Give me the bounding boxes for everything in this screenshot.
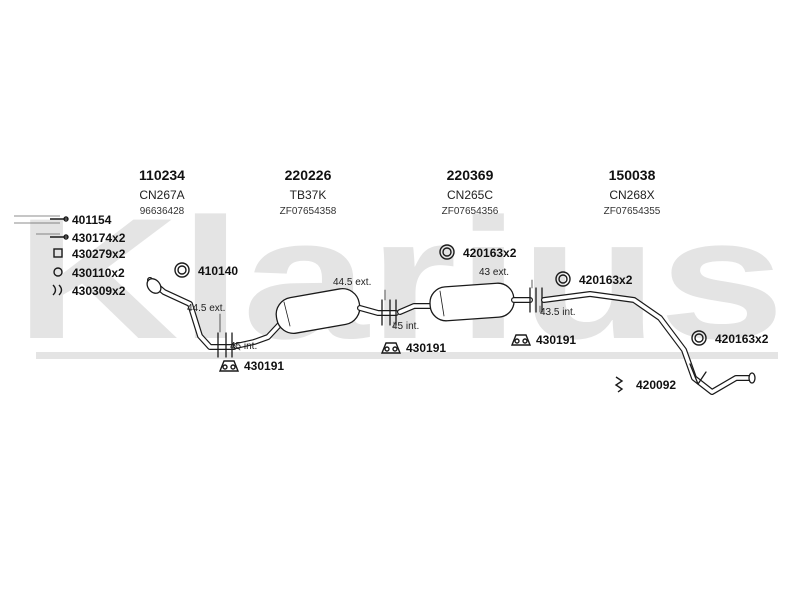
gasket-ring-icon: [172, 261, 194, 283]
part-number: 420163x2: [463, 246, 517, 260]
watermark: Klarius: [15, 183, 785, 375]
watermark-underline: [36, 352, 778, 359]
part-number: 430110x2: [72, 266, 125, 280]
part-number: 430309x2: [72, 284, 126, 298]
washer-icon: [48, 263, 70, 285]
section-ref: CN268X: [609, 188, 655, 202]
spring-icon: [48, 281, 70, 303]
part-number: 430174x2: [72, 231, 126, 245]
part-number: 430191: [406, 341, 447, 355]
gasket-ring-icon: [553, 270, 575, 292]
part-number: 410140: [198, 264, 239, 278]
rubber-hanger-icon: [510, 330, 532, 352]
section-code: 220369: [446, 167, 494, 183]
section-zf: ZF07654355: [603, 206, 661, 217]
dimension-label: 43 ext.: [479, 267, 510, 278]
rubber-hanger-icon: [380, 338, 402, 360]
part-number: 401154: [72, 213, 112, 227]
section-zf: ZF07654358: [279, 206, 337, 217]
nut-icon: [48, 244, 70, 266]
bolt-set-icon: [48, 210, 70, 232]
part-number: 420092: [636, 378, 677, 392]
section-code: 150038: [608, 167, 656, 183]
rear-silencer: [397, 282, 543, 322]
gasket-ring-icon: [689, 329, 711, 351]
tail-pipe: [541, 291, 756, 395]
middle-silencer: [233, 288, 399, 349]
part-number: 430279x2: [72, 247, 126, 261]
rubber-hanger-icon: [218, 356, 240, 378]
dimension-label: 43.5 int.: [540, 307, 576, 318]
part-number: 420163x2: [579, 273, 633, 287]
section-code: 110234: [139, 167, 185, 183]
dimension-label: 44.5 ext.: [333, 277, 372, 288]
dimension-label: 45 int.: [230, 341, 258, 352]
section-zf: ZF07654356: [441, 206, 499, 217]
part-number: 420163x2: [715, 332, 769, 346]
gasket-ring-icon: [437, 243, 459, 265]
section-code: 220226: [284, 167, 332, 183]
section-zf: 96636428: [139, 206, 185, 217]
clamp-icon: [610, 375, 632, 397]
part-number: 430191: [536, 333, 577, 347]
front-pipe: [146, 277, 237, 358]
stud-icon: [48, 228, 70, 250]
section-ref: TB37K: [289, 188, 327, 202]
section-ref: CN265C: [446, 188, 494, 202]
section-ref: CN267A: [139, 188, 185, 202]
dimension-label: 44.5 ext.: [187, 303, 226, 314]
dimension-label: 45 int.: [392, 321, 420, 332]
part-number: 430191: [244, 359, 285, 373]
